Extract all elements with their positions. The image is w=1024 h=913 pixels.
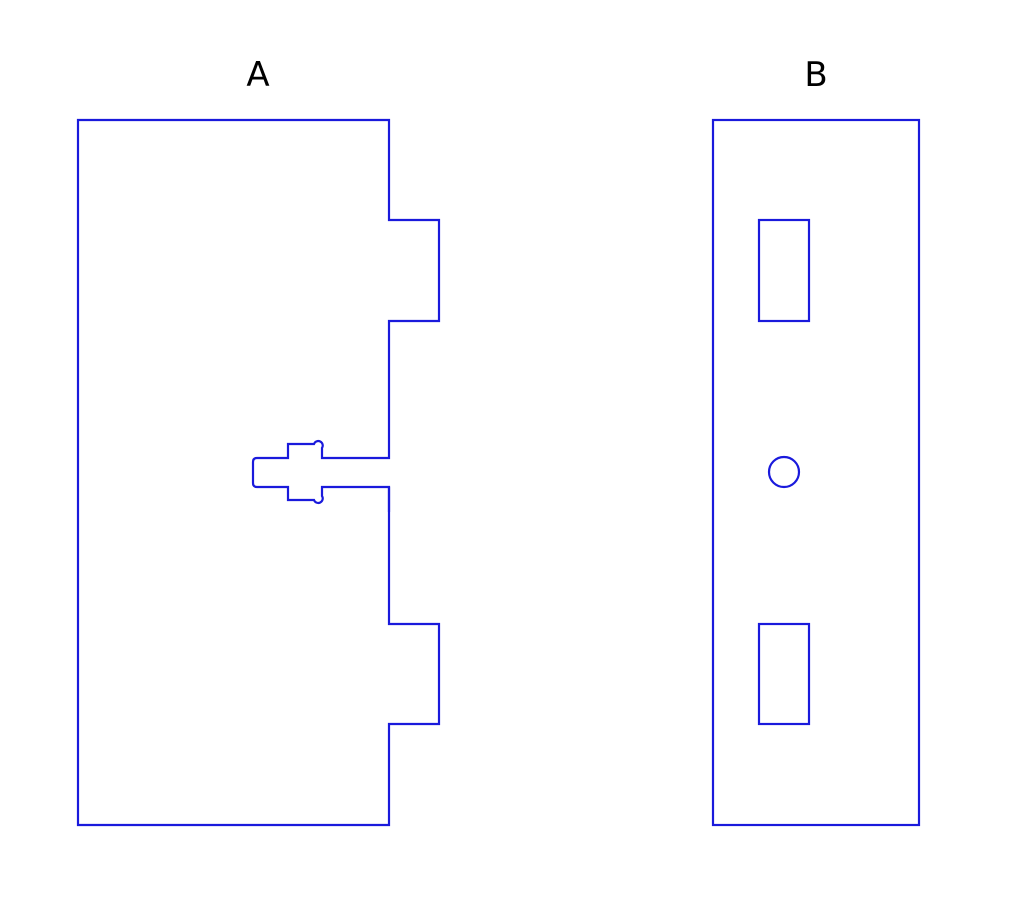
view-b-upper-opening (757, 218, 811, 323)
view-a (76, 118, 441, 827)
view-b-center-hole (767, 455, 801, 489)
view-a-outline (76, 118, 441, 827)
view-b-lower-opening (757, 622, 811, 726)
view-b-label: B (804, 55, 828, 95)
view-a-label: A (246, 55, 270, 95)
view-b (711, 118, 921, 827)
view-b-outline (711, 118, 921, 827)
